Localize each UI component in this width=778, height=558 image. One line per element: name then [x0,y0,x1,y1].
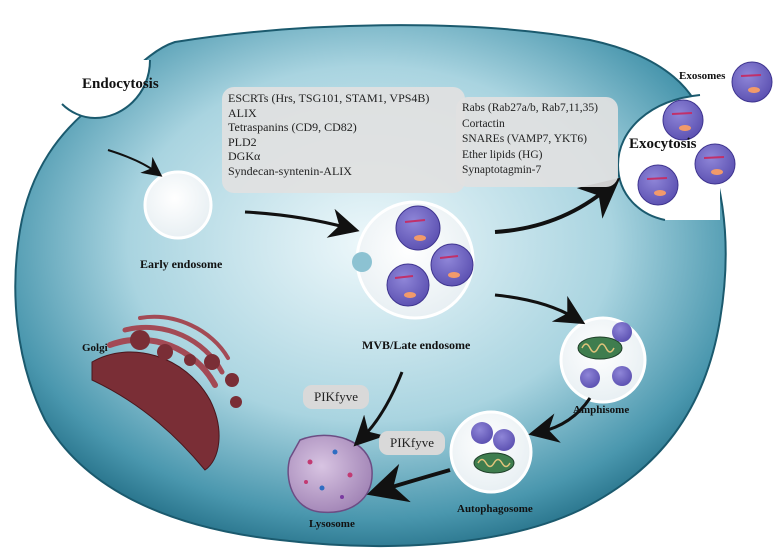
label-lysosome: Lysosome [309,518,355,530]
label-exosomes: Exosomes [679,70,726,82]
pikfyve-label-top: PIKfyve [303,385,369,409]
label-early-endosome: Early endosome [140,257,223,271]
biogenesis-line: ALIX [228,105,257,120]
biogenesis-line: Syndecan-syntenin-ALIX [228,163,352,178]
arrow-mvb-to-lysosome [353,371,404,447]
arrow-autophagosome-to-lysosome [366,463,451,503]
label-amphisome: Amphisome [573,404,630,416]
autophagosome [449,410,533,494]
secretion-line: SNAREs (VAMP7, YKT6) [462,133,587,145]
secretion-line: Rabs (Rab27a/b, Rab7,11,35) [462,102,598,114]
secretion-line: Cortactin [462,117,505,130]
mvb-late-endosome [352,200,475,320]
golgi-apparatus [91,314,242,471]
exosome-cluster [637,61,773,206]
label-endocytosis: Endocytosis [82,76,159,92]
arrow-mvb-to-amphisome [494,293,586,325]
amphisome [559,316,647,404]
secretion-factors-box: Rabs (Rab27a/b, Rab7,11,35) Cortactin SN… [456,97,618,187]
label-autophagosome: Autophagosome [457,503,533,515]
label-mvb: MVB/Late endosome [362,338,471,352]
secretion-line: Ether lipids (HG) [462,148,543,161]
arrow-amphisome-to-autophagosome [528,397,592,443]
endocytosis-pit [62,60,150,118]
secretion-line: Synaptotagmin-7 [462,164,542,176]
lysosome [287,434,373,514]
arrow-mvb-to-exocytosis [494,177,621,234]
label-exocytosis: Exocytosis [629,136,697,152]
pikfyve-label-bottom: PIKfyve [379,431,445,455]
biogenesis-line: Tetraspanins (CD9, CD82) [228,120,357,135]
biogenesis-line: ESCRTs (Hrs, TSG101, STAM1, VPS4B) [228,91,430,105]
biogenesis-line: DGKα [228,149,261,164]
biogenesis-factors-box: ESCRTs (Hrs, TSG101, STAM1, VPS4B) ALIX … [222,87,465,193]
arrow-early-to-mvb [244,208,360,238]
early-endosome [143,170,213,240]
label-golgi: Golgi [82,342,108,354]
biogenesis-line: PLD2 [228,134,257,149]
arrow-endocytosis-to-early [107,149,163,177]
